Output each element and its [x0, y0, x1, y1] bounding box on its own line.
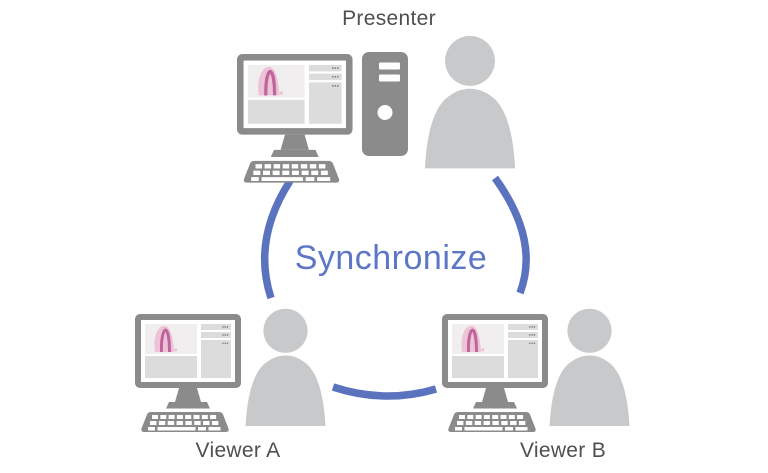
- viewer-a-node: [133, 308, 326, 434]
- presenter-workstation-icon: [235, 52, 355, 185]
- tower-power-button: [377, 105, 393, 120]
- viewer-a-person-icon: [245, 308, 326, 426]
- sync-arc-bottom: [331, 383, 438, 400]
- tower-drive-slot-1: [379, 62, 400, 70]
- viewer-b-workstation-icon: [440, 312, 550, 434]
- sync-arc-right: [491, 175, 530, 295]
- viewer-a-label: Viewer A: [196, 439, 281, 462]
- sync-arc-left: [260, 178, 294, 300]
- presenter-node: [235, 35, 516, 185]
- presenter-label: Presenter: [342, 7, 436, 30]
- viewer-a-workstation-icon: [133, 312, 243, 434]
- viewer-b-label: Viewer B: [520, 439, 606, 462]
- sync-circle-icon: [260, 175, 530, 400]
- viewer-b-node: [440, 308, 630, 434]
- viewer-b-person-icon: [549, 308, 630, 426]
- computer-tower-icon: [362, 52, 408, 156]
- tower-drive-slot-2: [379, 74, 400, 82]
- sync-label: Synchronize: [295, 239, 488, 277]
- presenter-person-icon: [424, 35, 516, 169]
